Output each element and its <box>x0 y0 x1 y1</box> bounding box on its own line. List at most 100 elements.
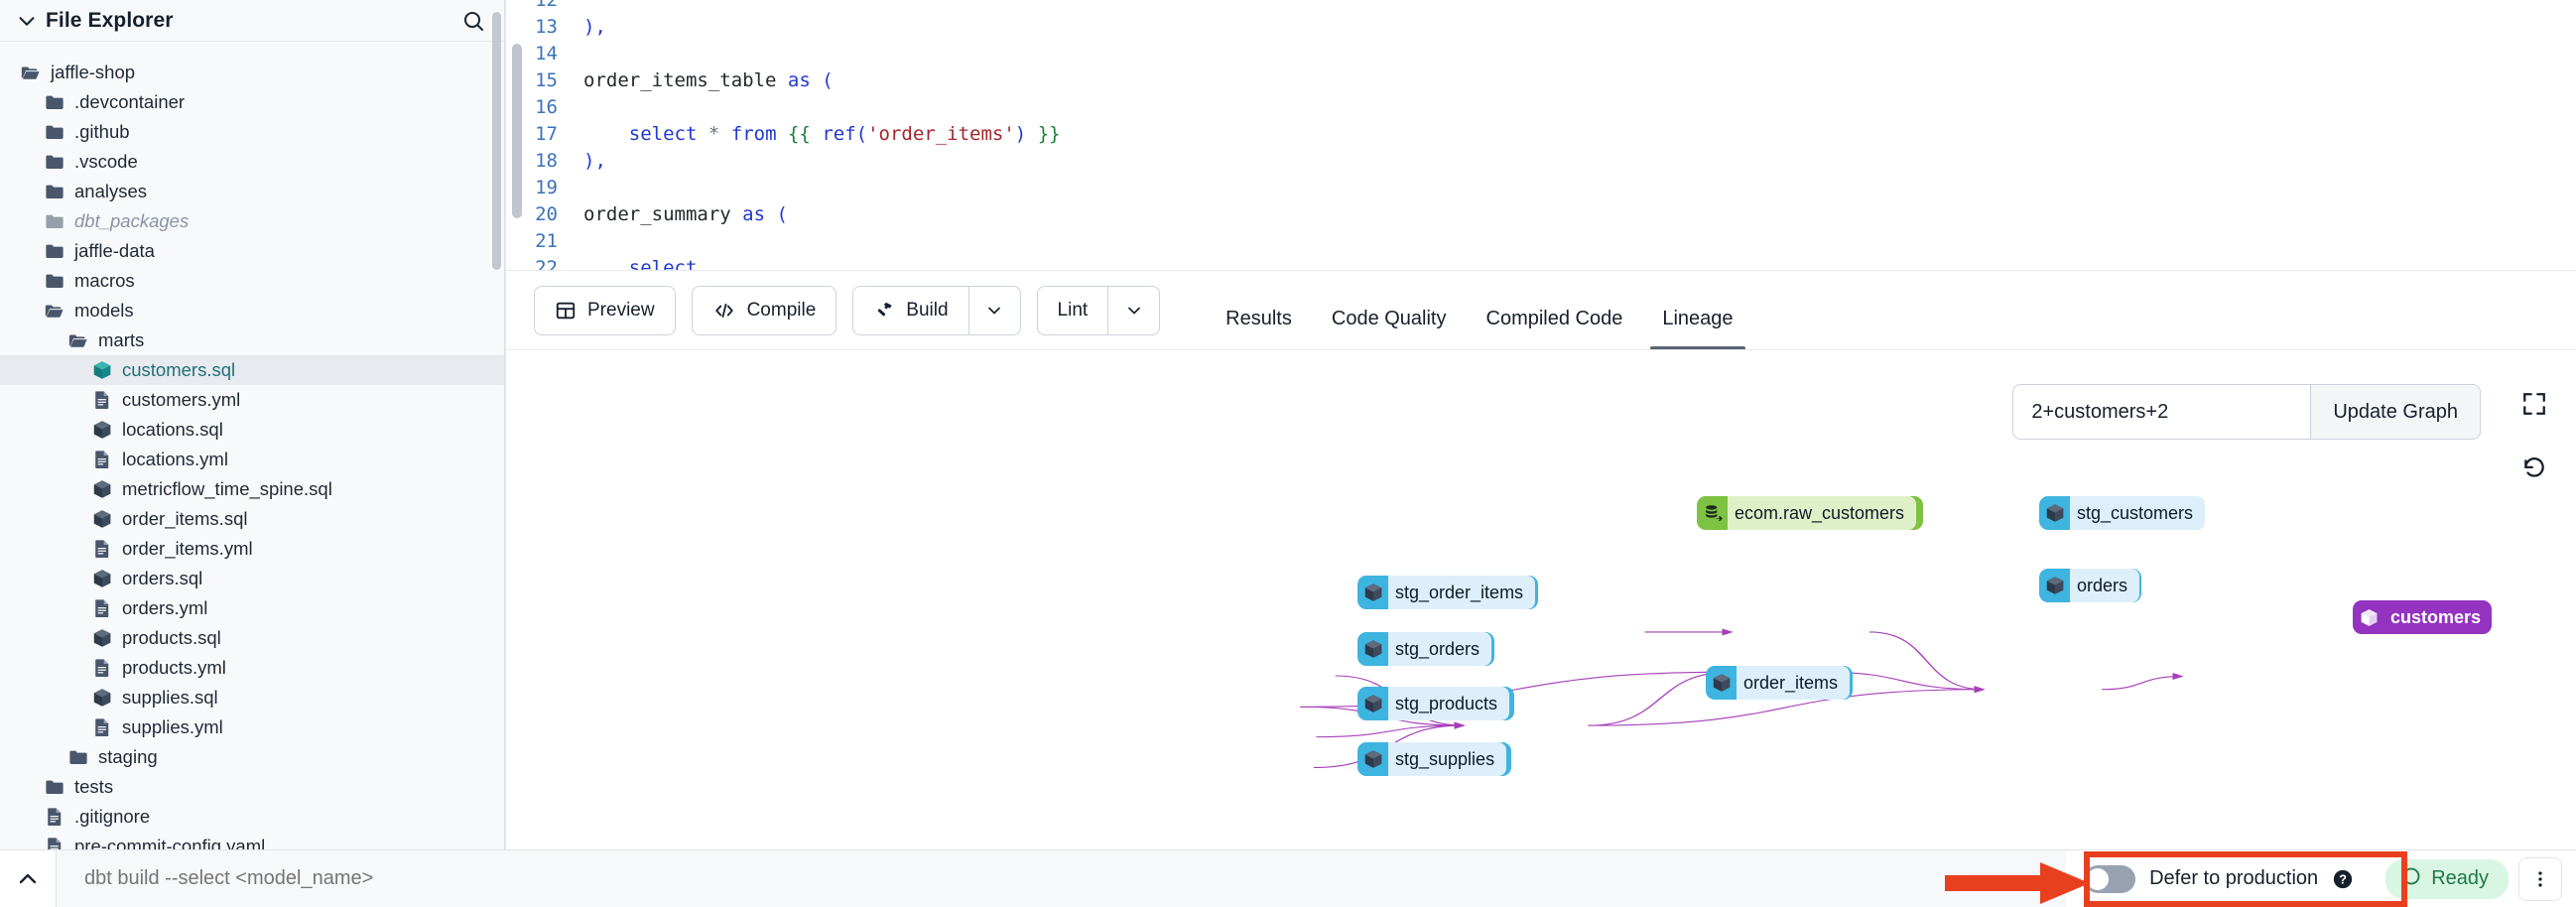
file-tree-item[interactable]: pre-commit-config.yaml <box>0 832 505 849</box>
file-tree-item[interactable]: locations.yml <box>0 445 505 474</box>
toggle-knob <box>2087 867 2110 890</box>
model-cube-icon <box>91 419 113 441</box>
more-vertical-icon[interactable] <box>2518 856 2562 901</box>
tab-code-quality[interactable]: Code Quality <box>1312 289 1467 350</box>
tab-label: Results <box>1225 308 1292 329</box>
code-text: select <box>628 256 698 271</box>
table-grid-icon <box>555 300 577 322</box>
lineage-node-stg_order_items[interactable]: stg_order_items <box>1357 576 1538 609</box>
search-icon[interactable] <box>461 9 485 33</box>
model-cube-icon <box>91 359 113 381</box>
tab-label: Code Quality <box>1331 308 1447 329</box>
code-text: order_summary as ( <box>583 202 788 225</box>
lineage-node-customers_model[interactable]: customers <box>2353 600 2492 634</box>
lineage-node-stg_supplies[interactable]: stg_supplies <box>1357 742 1511 776</box>
line-number: 13 <box>535 15 558 38</box>
line-number: 22 <box>535 256 558 271</box>
file-tree-item-label: products.yml <box>122 656 226 678</box>
file-tree-item[interactable]: marts <box>0 325 505 355</box>
svg-text:?: ? <box>2339 871 2347 886</box>
folder-icon <box>44 91 65 113</box>
build-dropdown-caret[interactable] <box>967 285 1021 335</box>
file-tree-item[interactable]: models <box>0 296 505 325</box>
file-tree-item[interactable]: dbt_packages <box>0 206 505 236</box>
file-tree-item[interactable]: locations.sql <box>0 415 505 445</box>
file-tree-item-label: supplies.sql <box>122 686 218 708</box>
lint-dropdown-caret[interactable] <box>1107 285 1161 335</box>
file-tree-item[interactable]: analyses <box>0 177 505 206</box>
lineage-node-label: stg_products <box>1388 687 1510 720</box>
sidebar-scrollbar[interactable] <box>492 12 501 270</box>
file-tree-item[interactable]: .vscode <box>0 147 505 177</box>
file-tree-item[interactable]: staging <box>0 742 505 772</box>
defer-toggle[interactable] <box>2084 864 2136 893</box>
code-line: 18), <box>526 147 2576 174</box>
yaml-file-icon <box>91 449 113 470</box>
file-tree-item[interactable]: customers.yml <box>0 385 505 415</box>
lineage-node-label: stg_supplies <box>1388 742 1507 776</box>
file-tree-item[interactable]: supplies.yml <box>0 713 505 742</box>
file-tree-item[interactable]: jaffle-shop <box>0 58 505 87</box>
lineage-node-stg_customers[interactable]: stg_customers <box>2039 496 2206 530</box>
tab-results[interactable]: Results <box>1206 289 1312 350</box>
compile-button[interactable]: Compile <box>691 285 837 335</box>
code-text: select * from {{ ref('order_items') }} <box>628 122 1061 145</box>
expand-fullscreen-icon[interactable] <box>2514 384 2554 424</box>
model-cube-icon <box>2040 569 2070 602</box>
file-tree-item-label: .gitignore <box>74 805 151 827</box>
tab-compiled-code[interactable]: Compiled Code <box>1467 289 1643 350</box>
preview-button[interactable]: Preview <box>534 285 676 335</box>
lineage-node-label: customers <box>2390 607 2482 627</box>
lineage-node-ecom_raw_customers[interactable]: ecom.raw_customers <box>1697 496 1923 530</box>
update-graph-button[interactable]: Update Graph <box>2310 384 2481 440</box>
graph-tools <box>2514 384 2554 489</box>
chevron-up-icon[interactable] <box>0 867 56 891</box>
code-line: 13), <box>526 13 2576 40</box>
file-tree-item-label: products.sql <box>122 626 221 648</box>
file-tree-item[interactable]: tests <box>0 772 505 802</box>
tab-lineage[interactable]: Lineage <box>1642 289 1752 350</box>
status-badge: Ready <box>2385 858 2509 899</box>
lineage-node-stg_orders[interactable]: stg_orders <box>1357 632 1494 666</box>
graph-selector-input[interactable] <box>2012 384 2311 440</box>
lineage-node-order_items[interactable]: order_items <box>1706 666 1853 700</box>
file-tree-item[interactable]: products.yml <box>0 653 505 683</box>
file-tree-item[interactable]: order_items.yml <box>0 534 505 564</box>
file-tree-item[interactable]: jaffle-data <box>0 236 505 266</box>
file-tree-item[interactable]: supplies.sql <box>0 683 505 713</box>
line-number: 17 <box>535 122 558 145</box>
help-circle-icon[interactable]: ? <box>2332 868 2354 890</box>
code-text: ), <box>583 15 606 38</box>
lineage-node-stg_products[interactable]: stg_products <box>1357 687 1514 720</box>
file-tree-item[interactable]: orders.yml <box>0 593 505 623</box>
file-tree-item[interactable]: macros <box>0 266 505 296</box>
yaml-file-icon <box>44 836 65 849</box>
file-tree-item[interactable]: metricflow_time_spine.sql <box>0 474 505 504</box>
reset-rotate-icon[interactable] <box>2514 450 2554 489</box>
file-explorer-title: File Explorer <box>46 8 174 32</box>
lint-button[interactable]: Lint <box>1036 285 1108 335</box>
line-number: 14 <box>535 42 558 65</box>
file-tree-item[interactable]: products.sql <box>0 623 505 653</box>
lineage-node-orders[interactable]: orders <box>2039 569 2141 602</box>
line-number: 16 <box>535 95 558 118</box>
file-tree-item[interactable]: customers.sql <box>0 355 505 385</box>
build-button[interactable]: Build <box>852 285 968 335</box>
command-input[interactable] <box>57 849 2067 907</box>
code-line: 16 <box>526 93 2576 120</box>
file-tree-item[interactable]: .gitignore <box>0 802 505 832</box>
file-tree-item[interactable]: .devcontainer <box>0 87 505 117</box>
chevron-down-icon[interactable] <box>16 10 38 32</box>
compile-button-label: Compile <box>746 299 817 321</box>
code-line: 17 select * from {{ ref('order_items') }… <box>526 120 2576 147</box>
file-tree-item-label: models <box>74 299 134 321</box>
editor-scrollbar[interactable] <box>512 44 522 218</box>
file-tree-item[interactable]: .github <box>0 117 505 147</box>
file-tree-item[interactable]: orders.sql <box>0 564 505 593</box>
defer-to-production-control[interactable]: Defer to production ? <box>2066 857 2372 901</box>
file-tree-item[interactable]: order_items.sql <box>0 504 505 534</box>
